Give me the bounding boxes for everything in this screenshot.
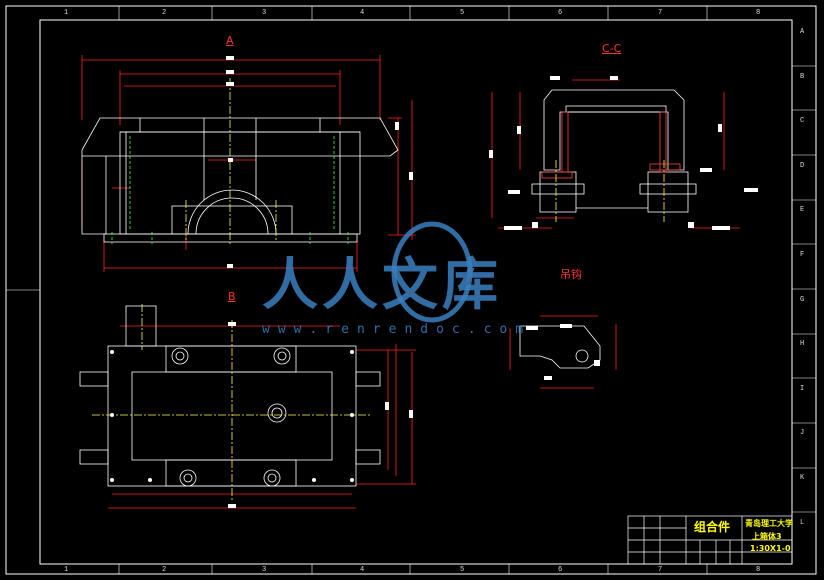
- border-row-label: B: [800, 72, 805, 81]
- watermark-brand: 人人文库: [262, 252, 502, 318]
- border-row-label: C: [800, 117, 805, 126]
- title-block-drawing-no: 1:30X1-0: [750, 544, 791, 553]
- border-row-label: G: [800, 295, 805, 304]
- border-column-label: 3: [262, 9, 267, 17]
- title-block-title: 组合件: [694, 520, 731, 534]
- top-view: [79, 304, 416, 509]
- border-row-label: A: [800, 28, 805, 36]
- border-column-label: 3: [262, 566, 267, 574]
- border-row-label: F: [800, 251, 805, 259]
- border-column-label: 4: [360, 566, 365, 574]
- inner-border: [39, 19, 793, 565]
- border-column-label: 2: [162, 566, 167, 574]
- border-row-label: E: [800, 206, 805, 215]
- border-column-label: 8: [756, 566, 761, 574]
- border-column-label: 6: [558, 566, 563, 574]
- detail-view-label: 吊钩: [560, 268, 582, 281]
- border-row-label: D: [800, 161, 805, 170]
- title-block-university: 青岛理工大学: [745, 519, 793, 528]
- border-column-label: 5: [460, 566, 465, 574]
- border-row-label: K: [800, 474, 805, 482]
- title-block-part-name: 上箱体3: [752, 532, 782, 541]
- section-view-label: C-C: [602, 42, 622, 55]
- front-view: [81, 55, 416, 272]
- border-ticks: [6, 6, 816, 574]
- border-column-label: 7: [658, 9, 663, 17]
- border-column-label: 8: [756, 9, 761, 17]
- border-column-label: 1: [64, 9, 69, 17]
- border-column-label: 7: [658, 566, 663, 574]
- border-row-label: H: [800, 340, 805, 349]
- border-column-label: 4: [360, 9, 365, 17]
- border-row-label: L: [800, 518, 805, 527]
- watermark-url: www.renrendoc.com: [262, 322, 532, 337]
- border-row-label: J: [800, 429, 805, 438]
- border-row-label: I: [800, 384, 805, 393]
- hook-detail-view: [509, 315, 617, 389]
- border-column-label: 5: [460, 9, 465, 17]
- watermark-logo: [391, 221, 473, 323]
- border-column-label: 2: [162, 9, 167, 17]
- title-block: [627, 515, 793, 565]
- border-column-label: 1: [64, 566, 69, 574]
- front-view-label: A: [226, 34, 234, 47]
- top-view-label: B: [228, 290, 236, 303]
- section-view: [489, 76, 758, 230]
- border-column-label: 6: [558, 9, 563, 17]
